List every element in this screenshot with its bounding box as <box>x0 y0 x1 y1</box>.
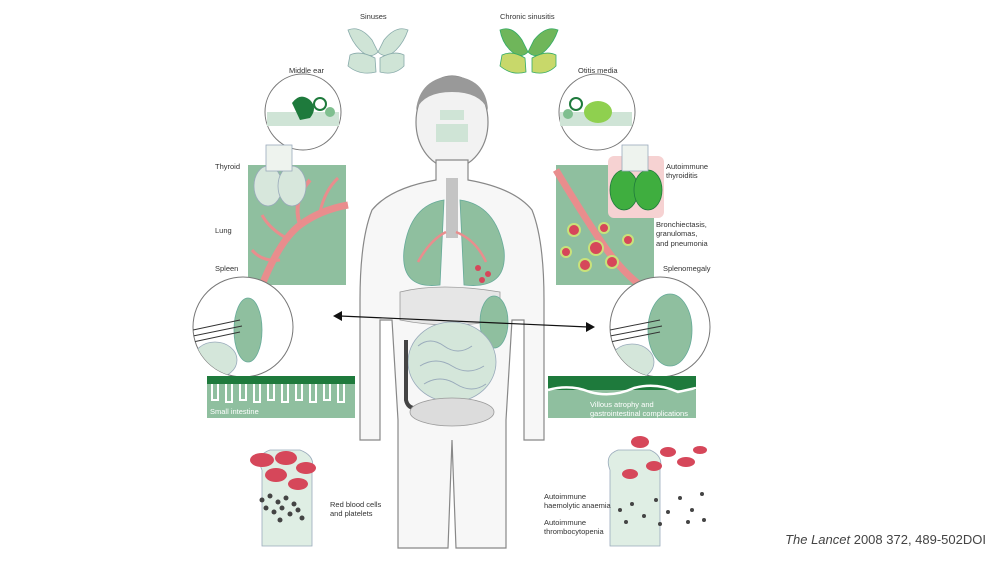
label-villous-atrophy-line2: gastrointestinal complications <box>590 409 688 419</box>
label-bronchiectasis-line3: and pneumonia <box>656 238 708 248</box>
label-autoimmune-thyroiditis: Autoimmune thyroiditis <box>666 162 708 181</box>
citation-journal: The Lancet <box>785 532 851 547</box>
label-haemolytic-anaemia-line1: Autoimmune <box>544 492 587 501</box>
label-red-blood-cells-line2: and platelets <box>330 509 373 519</box>
label-splenomegaly: Splenomegaly <box>663 264 711 273</box>
label-lung: Lung <box>215 226 232 235</box>
label-red-blood-cells-line1: Red blood cells <box>330 500 382 509</box>
label-autoimmune-thyroiditis-line1: Autoimmune <box>666 162 709 171</box>
bone-marrow-left <box>250 449 316 547</box>
bone-marrow-right <box>607 436 707 547</box>
label-haemolytic-anaemia-line2: haemolytic anaemia <box>544 501 611 511</box>
label-spleen: Spleen <box>215 264 239 273</box>
label-thrombocytopenia-line1: Autoimmune <box>544 518 587 527</box>
label-otitis-media: Otitis media <box>578 66 618 75</box>
middle-ear-illustration <box>264 73 342 151</box>
label-chronic-sinusitis: Chronic sinusitis <box>500 12 555 21</box>
villous-atrophy-panel <box>547 376 697 418</box>
label-bronchiectasis-line1: Bronchiectasis, <box>656 220 707 229</box>
label-red-blood-cells: Red blood cells and platelets <box>330 500 381 519</box>
label-thyroid: Thyroid <box>215 162 241 171</box>
label-villous-atrophy: Villous atrophy and gastrointestinal com… <box>590 400 688 419</box>
human-body <box>359 75 545 549</box>
citation: The Lancet 2008 372, 489-502DOI <box>785 532 986 547</box>
label-villous-atrophy-line1: Villous atrophy and <box>590 400 654 409</box>
label-bronchiectasis-line2: granulomas, <box>656 229 698 239</box>
splenomegaly-illustration <box>609 276 711 378</box>
label-haemolytic-anaemia: Autoimmune haemolytic anaemia <box>544 492 611 511</box>
double-arrow <box>333 311 595 332</box>
label-middle-ear: Middle ear <box>289 66 325 75</box>
label-small-intestine: Small intestine <box>210 407 259 416</box>
chronic-sinusitis-illustration <box>499 28 559 74</box>
label-bronchiectasis: Bronchiectasis, granulomas, and pneumoni… <box>656 220 708 248</box>
autoimmune-thyroid-illustration <box>608 144 664 218</box>
label-thrombocytopenia-line2: thrombocytopenia <box>544 527 604 537</box>
small-intestine-panel <box>207 376 355 418</box>
citation-reference: 2008 372, 489-502DOI <box>850 532 986 547</box>
label-thrombocytopenia: Autoimmune thrombocytopenia <box>544 518 604 537</box>
sinuses-illustration <box>347 28 409 74</box>
label-autoimmune-thyroiditis-line2: thyroiditis <box>666 171 698 181</box>
spleen-illustration <box>192 276 294 378</box>
otitis-media-illustration <box>558 73 636 151</box>
thyroid-illustration <box>253 144 307 207</box>
label-sinuses: Sinuses <box>360 12 387 21</box>
